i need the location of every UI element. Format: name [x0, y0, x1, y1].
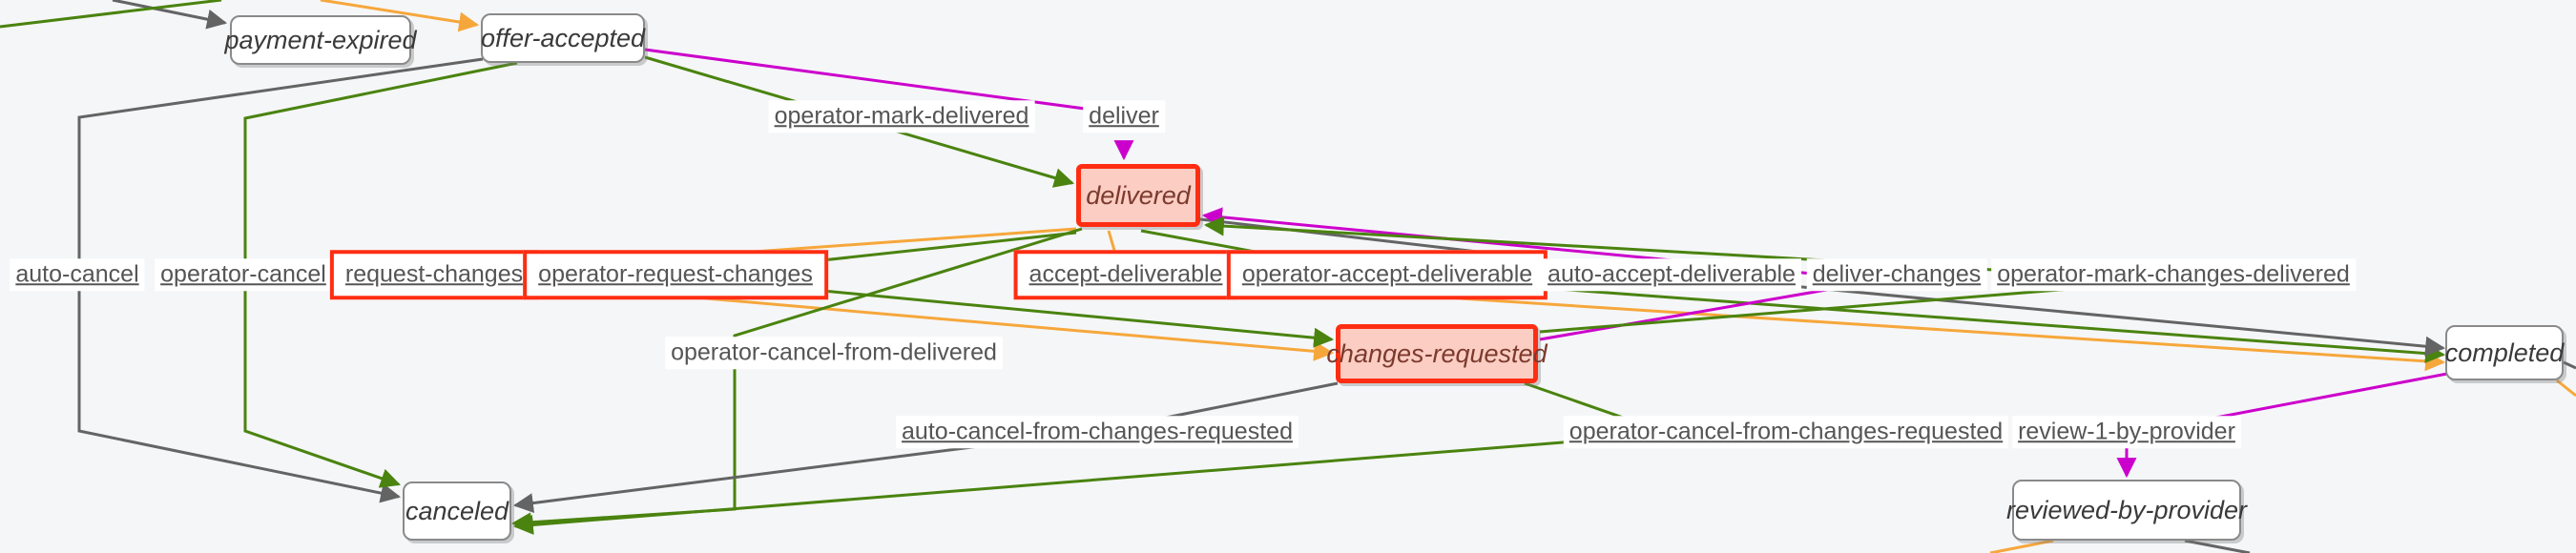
edge-cr-operator-cancel-canceled [512, 381, 1671, 535]
edge-label-operator-cancel-from-delivered: operator-cancel-from-delivered [665, 337, 1003, 369]
edge-label-deliver-changes[interactable]: deliver-changes [1806, 258, 1987, 291]
node-offer-accepted[interactable]: offer-accepted [481, 13, 645, 63]
edge-label-accept-deliverable[interactable]: accept-deliverable [1013, 250, 1238, 299]
node-payment-expired[interactable]: payment-expired [224, 15, 417, 65]
edge-in-payment-expired [112, 0, 228, 30]
node-completed[interactable]: completed [2445, 325, 2564, 380]
edge-label-review-1-by-provider[interactable]: review-1-by-provider [2012, 416, 2241, 448]
edge-completed-out-right [2563, 360, 2576, 370]
edge-label-auto-cancel[interactable]: auto-cancel [10, 258, 145, 291]
edge-label-operator-cancel[interactable]: operator-cancel [155, 258, 332, 291]
edge-label-operator-mark-changes-delivered[interactable]: operator-mark-changes-delivered [1991, 258, 2356, 291]
edge-label-operator-accept-deliverable[interactable]: operator-accept-deliverable [1226, 250, 1548, 299]
edge-label-operator-cancel-from-changes-requested[interactable]: operator-cancel-from-changes-requested [1563, 416, 2009, 448]
edge-label-auto-accept-deliverable[interactable]: auto-accept-deliverable [1542, 258, 1801, 291]
edge-completed-review-lead [2205, 372, 2448, 421]
edge-label-operator-mark-delivered[interactable]: operator-mark-delivered [768, 100, 1035, 133]
edge-in-offer-accepted [320, 0, 480, 32]
edge-crossing-top-left [0, 0, 222, 29]
node-delivered[interactable]: delivered [1076, 164, 1200, 227]
edge-reviewed-out-left [1989, 539, 2054, 553]
node-canceled[interactable]: canceled [403, 481, 511, 541]
edge-label-request-changes[interactable]: request-changes [329, 250, 539, 299]
edge-label-deliver[interactable]: deliver [1083, 100, 1165, 133]
edge-completed-out-right-down [2556, 379, 2576, 398]
edge-label-operator-request-changes[interactable]: operator-request-changes [523, 250, 828, 299]
node-reviewed-by-provider[interactable]: reviewed-by-provider [2006, 480, 2247, 541]
edge-reviewed-out-right [2184, 539, 2251, 553]
edge-label-auto-cancel-from-changes-requested[interactable]: auto-cancel-from-changes-requested [896, 416, 1298, 448]
node-changes-requested[interactable]: changes-requested [1326, 324, 1548, 383]
